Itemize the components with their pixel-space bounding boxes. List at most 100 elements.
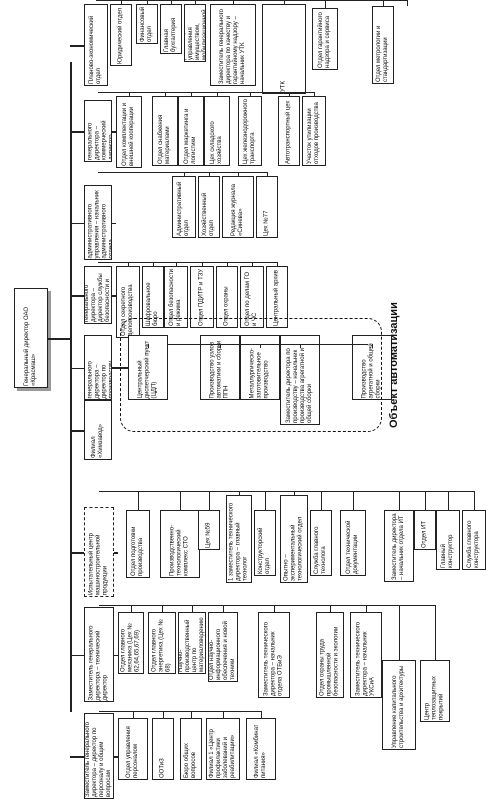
quality-deputy-director-label: Заместитель генерального директора по ка…: [219, 8, 246, 84]
design-dept-label: Конструкторский отдел: [258, 527, 271, 574]
corporate-development-dept: Управление корпоративного развития, упра…: [184, 4, 206, 62]
group-stub: [112, 295, 116, 297]
drop-line: [407, 0, 409, 6]
utk-dept-label: УТК: [280, 81, 287, 92]
branch-line: [70, 131, 84, 133]
drop-line: [366, 605, 368, 612]
tech-docs-dept-label: Отдел технической документации: [346, 520, 359, 574]
group-head-0: Планово-экономический отдел: [84, 4, 108, 86]
drop-line: [191, 711, 193, 718]
drop-line: [220, 344, 222, 348]
drop-line: [138, 491, 140, 510]
civil-defense-dept: Отдел по делам ГО и ЧС: [240, 266, 264, 328]
security-regime-dept: Отдел безопасности и режима: [164, 266, 188, 328]
design-dept: Конструкторский отдел: [254, 510, 276, 576]
branch-line: [70, 756, 84, 758]
marketing-dept-label: Отдел маркетинга и логистики: [184, 108, 197, 164]
drop-line: [176, 262, 178, 266]
bus-line: [98, 172, 267, 174]
utk-dept: УТК: [262, 4, 306, 94]
accounting-dept: Главная бухгалтерия: [160, 4, 182, 54]
drop-line: [209, 491, 211, 510]
group-head-1-label: Заместитель генерального директора – ком…: [84, 120, 112, 160]
tech-docs-dept: Отдел технической документации: [340, 510, 366, 576]
chief-power-engineer-dept: Отдел главного энергетика (Цех № 68): [148, 612, 176, 674]
supply-dept-label: Отдел снабжения материалами: [158, 114, 171, 164]
branch-line: [70, 45, 84, 47]
production-bus: [168, 344, 368, 346]
catering-branch: Филиал «Комбинат питания»: [246, 718, 276, 780]
drop-line: [191, 92, 193, 96]
drop-line: [325, 0, 327, 8]
railway-shop-label: Цех железнодорожного транспорта: [243, 99, 256, 164]
it-dept: Отдел ИТ: [414, 510, 436, 550]
drop-line: [233, 0, 235, 4]
drop-line: [372, 344, 374, 348]
shop-59: Цех №59: [198, 510, 220, 550]
otbie-deputy-director-label: Заместитель технического директора – нач…: [263, 621, 284, 696]
finance-dept-label: Финансовый отдел: [140, 6, 153, 42]
drop-line: [448, 491, 450, 510]
group-head-2-label: Начальник административного управления –…: [84, 189, 112, 258]
administrative-dept: Административный отдел: [172, 176, 196, 238]
warehouse-shop: Цех складского хозяйства: [204, 96, 230, 166]
group-head-4: 1 заместитель генерального директора – д…: [84, 335, 112, 400]
group-head-8: Заместитель генерального директора – дир…: [84, 713, 114, 799]
production-prep-dept: Отдел подготовки производства: [126, 510, 150, 578]
drop-line: [425, 491, 427, 510]
drop-line: [289, 92, 291, 96]
shop-77-label: Цех №77: [263, 210, 270, 236]
drop-line: [165, 92, 167, 96]
drop-line: [260, 344, 262, 348]
metrology-dept: Отдел метрологии и стандартизации: [372, 6, 394, 84]
drop-line: [300, 344, 302, 348]
general-affairs-bureau-label: Бюро общих вопросов: [184, 743, 197, 778]
drop-line: [153, 262, 155, 266]
quality-deputy-director: Заместитель генерального директора по ка…: [210, 4, 256, 86]
drop-line: [265, 491, 267, 510]
chief-technologist-service-label: Служба главного технолога: [314, 526, 327, 574]
branch-line: [70, 295, 84, 297]
automation-zone-label: Объект автоматизации: [388, 302, 400, 428]
drop-line: [435, 605, 437, 660]
drop-line: [252, 262, 254, 266]
uksia-deputy-director: Заместитель технического директора – нач…: [350, 612, 382, 698]
cipher-bureau: Шифровальное бюро: [142, 266, 164, 328]
drop-line: [223, 711, 225, 718]
bus-line: [99, 711, 261, 713]
drop-line: [131, 605, 133, 612]
sto-complex: Производственно-технологический комплекс…: [160, 510, 200, 578]
drop-line: [133, 711, 135, 718]
branch-line: [70, 552, 84, 554]
group-stub: [114, 654, 118, 656]
catering-branch-label: Филиал «Комбинат питания»: [254, 724, 267, 778]
general-affairs-bureau: Бюро общих вопросов: [180, 718, 202, 780]
drop-line: [277, 262, 279, 266]
labor-safety-dept: Отдел охраны труда промышленной безопасн…: [316, 612, 344, 698]
group-stub: [114, 552, 118, 554]
bus-line: [99, 605, 435, 607]
bus-line: [99, 491, 474, 493]
prevention-center-branch-label: Филиал 1 «Центр профилактики заболеваний…: [209, 729, 236, 778]
chief-mechanic-dept-label: Отдел главного механика (Цех № 62,64,65,…: [120, 623, 141, 672]
group-head-5: Филиал «Химзавод»: [84, 400, 112, 460]
automation-zone: [120, 318, 382, 432]
branch-line: [70, 654, 84, 656]
group-head-8-label: Заместитель генерального директора – дир…: [85, 721, 112, 797]
drop-line: [195, 0, 197, 4]
hr-dept: Отдел управления персоналом: [118, 718, 148, 780]
drop-line: [330, 605, 332, 612]
pditr-tzu-dept: Отдел ПДИТР и ТЗУ: [190, 266, 214, 328]
household-dept-label: Хозяйственный отдел: [202, 192, 215, 236]
autotransport-shop: Автотранспортный цех: [278, 96, 300, 166]
waste-utilization-section: Участок утилизации отходов производства: [302, 96, 326, 166]
drop-line: [261, 711, 263, 718]
drop-line: [129, 92, 131, 96]
guard-dept: Отдел охраны: [216, 266, 238, 328]
drop-line: [250, 92, 252, 96]
scientific-info-dept: Отдел научно-информационного обеспечения…: [208, 612, 238, 682]
drop-line: [294, 491, 296, 495]
finance-dept: Финансовый отдел: [136, 4, 158, 44]
drop-line: [227, 262, 229, 266]
